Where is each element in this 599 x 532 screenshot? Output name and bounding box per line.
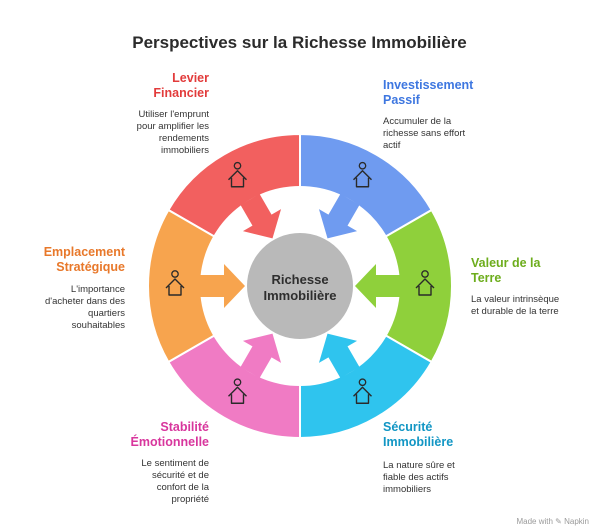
desc-levier-financier: Utiliser l'emprunt pour amplifier les re… xyxy=(136,109,209,156)
page-title: Perspectives sur la Richesse Immobilière xyxy=(132,33,467,52)
napkin-watermark: Made with ✎ Napkin xyxy=(516,517,589,526)
center-label: Richesse Immobilière xyxy=(263,272,337,303)
arrow-to-center xyxy=(240,193,282,239)
arrow-to-center xyxy=(318,333,360,379)
location-house-icon xyxy=(165,270,185,296)
arrow-to-center xyxy=(240,333,282,379)
arrow-to-center xyxy=(318,193,360,239)
label-levier-financier: Levier Financier xyxy=(153,71,209,100)
label-valeur-terre: Valeur de la Terre xyxy=(471,256,541,285)
label-investissement-passif: Investissement Passif xyxy=(383,78,474,107)
shield-house-icon xyxy=(353,378,372,404)
label-securite-immobiliere: Sécurité Immobilière xyxy=(383,420,454,449)
center-circle xyxy=(247,233,353,339)
globe-value-icon xyxy=(415,270,435,296)
desc-emplacement-strategique: L'importance d'acheter dans des quartier… xyxy=(45,284,125,331)
arrow-to-center xyxy=(200,264,245,308)
desc-stabilite-emotionnelle: Le sentiment de sécurité et de confort d… xyxy=(141,458,209,505)
scale-money-house-icon xyxy=(228,161,247,188)
arrow-to-center xyxy=(355,264,400,308)
heart-house-icon xyxy=(228,378,247,404)
desc-investissement-passif: Accumuler de la richesse sans effort act… xyxy=(383,116,466,151)
desc-valeur-terre: La valeur intrinsèque et durable de la t… xyxy=(471,294,560,317)
label-emplacement-strategique: Emplacement Stratégique xyxy=(43,245,125,274)
relaxing-person-icon xyxy=(353,161,372,188)
label-stabilite-emotionnelle: Stabilité Émotionnelle xyxy=(130,420,209,449)
desc-securite-immobiliere: La nature sûre et fiable des actifs immo… xyxy=(383,460,455,495)
